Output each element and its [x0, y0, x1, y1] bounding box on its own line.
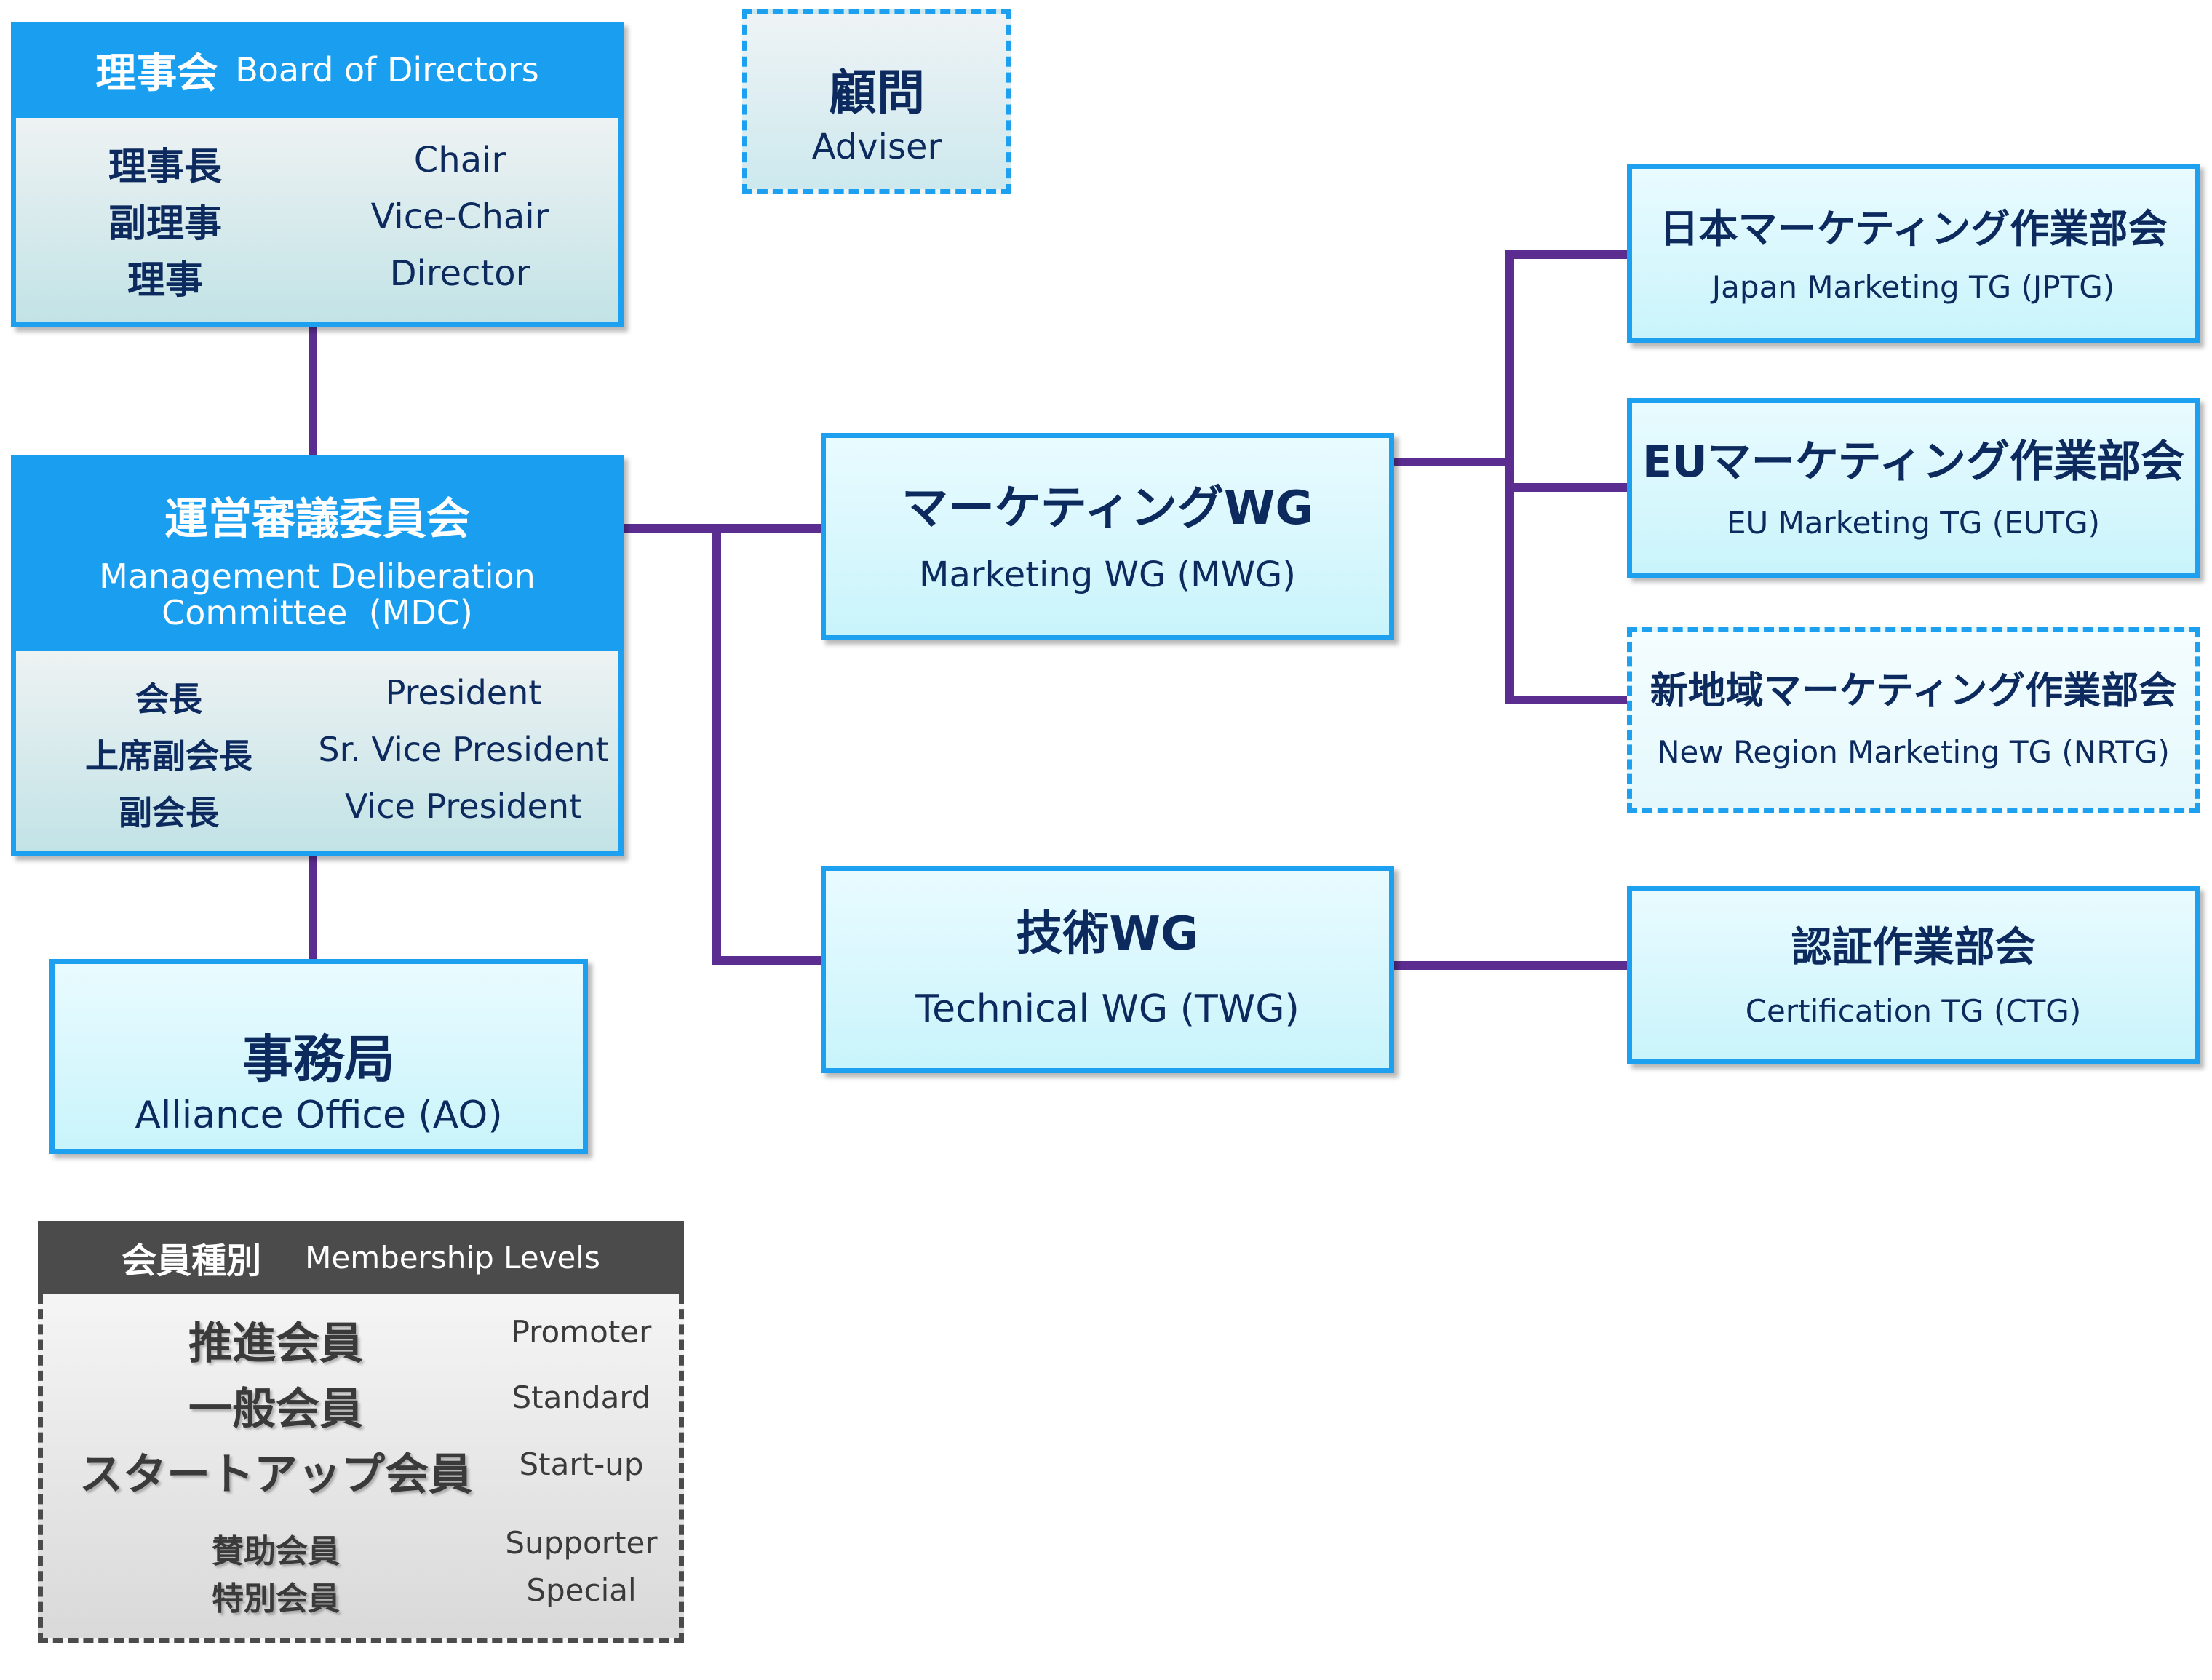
membership-level-en: Standard: [512, 1380, 651, 1415]
board-title-jp: 理事会: [95, 49, 218, 97]
mdc-title-en-line1: Management Deliberation: [99, 557, 536, 596]
mdc-title-en-line2: Committee (MDC): [162, 593, 473, 632]
jptg-jp: 日本マーケティング作業部会: [1659, 206, 2168, 252]
membership-level-jp: スタートアップ会員: [79, 1449, 472, 1500]
eutg-jp: EUマーケティング作業部会: [1642, 437, 2184, 487]
board-role-jp: 副理事: [108, 202, 222, 246]
nrtg-en: New Region Marketing TG (NRTG): [1657, 734, 2170, 770]
board-of-directors: 理事会 Board of Directors 理事長 Chair 副理事 Vic…: [11, 22, 624, 327]
board-header: 理事会 Board of Directors: [11, 22, 624, 118]
ctg-en: Certification TG (CTG): [1745, 993, 2082, 1029]
office-jp: 事務局: [242, 1030, 395, 1089]
board-role-en: Vice-Chair: [370, 196, 549, 237]
membership-level-en: Promoter: [511, 1314, 652, 1350]
board-body: 理事長 Chair 副理事 Vice-Chair 理事 Director: [11, 118, 624, 327]
mdc-role-en: President: [385, 673, 542, 712]
ctg-jp: 認証作業部会: [1791, 924, 2036, 971]
marketing-wg-jp: マーケティングWG: [901, 482, 1313, 536]
eutg-box: EUマーケティング作業部会 EU Marketing TG (EUTG): [1627, 398, 2200, 578]
jptg-en: Japan Marketing TG (JPTG): [1711, 269, 2115, 305]
membership-level-jp: 一般会員: [188, 1384, 363, 1435]
mdc-role-jp: 上席副会長: [85, 736, 252, 776]
adviser-box: 顧問 Adviser: [742, 9, 1011, 194]
alliance-office-box: 事務局 Alliance Office (AO): [49, 959, 588, 1154]
membership-title-en: Membership Levels: [305, 1239, 600, 1275]
membership-level-jp: 推進会員: [188, 1318, 363, 1369]
membership-body: 推進会員 Promoter 一般会員 Standard スタートアップ会員 St…: [38, 1294, 684, 1643]
ctg-box: 認証作業部会 Certification TG (CTG): [1627, 886, 2200, 1064]
nrtg-jp: 新地域マーケティング作業部会: [1650, 669, 2177, 713]
office-en: Alliance Office (AO): [135, 1094, 503, 1137]
adviser-en: Adviser: [811, 127, 942, 167]
mdc-box: 運営審議委員会 Management Deliberation Committe…: [11, 455, 624, 856]
technical-wg-box: 技術WG Technical WG (TWG): [821, 866, 1394, 1073]
mdc-role-jp: 会長: [135, 680, 202, 719]
board-title-en: Board of Directors: [235, 50, 539, 89]
marketing-wg-box: マーケティングWG Marketing WG (MWG): [821, 433, 1394, 640]
jptg-box: 日本マーケティング作業部会 Japan Marketing TG (JPTG): [1627, 164, 2200, 343]
membership-levels: 会員種別 Membership Levels 推進会員 Promoter 一般会…: [38, 1221, 684, 1643]
membership-level-en: Special: [526, 1572, 637, 1608]
membership-level-jp: 賛助会員: [212, 1533, 340, 1570]
mdc-body: 会長 President 上席副会長 Sr. Vice President 副会…: [11, 651, 624, 856]
mdc-role-en: Vice President: [344, 787, 583, 826]
mdc-title-jp: 運営審議委員会: [164, 494, 470, 545]
mdc-role-jp: 副会長: [119, 793, 219, 832]
membership-level-en: Supporter: [505, 1525, 658, 1561]
membership-header: 会員種別 Membership Levels: [38, 1221, 684, 1294]
board-role-en: Chair: [413, 140, 506, 180]
board-role-jp: 理事長: [108, 146, 222, 189]
board-role-en: Director: [389, 253, 530, 294]
technical-wg-en: Technical WG (TWG): [915, 987, 1300, 1031]
marketing-wg-en: Marketing WG (MWG): [919, 554, 1296, 595]
membership-title-jp: 会員種別: [122, 1241, 262, 1281]
membership-level-jp: 特別会員: [212, 1580, 340, 1617]
adviser-jp: 顧問: [829, 65, 925, 121]
eutg-en: EU Marketing TG (EUTG): [1726, 505, 2101, 541]
technical-wg-jp: 技術WG: [1016, 907, 1199, 961]
mdc-header: 運営審議委員会 Management Deliberation Committe…: [11, 455, 624, 651]
nrtg-box: 新地域マーケティング作業部会 New Region Marketing TG (…: [1627, 627, 2200, 813]
board-role-jp: 理事: [127, 259, 203, 303]
membership-level-en: Start-up: [519, 1446, 644, 1482]
mdc-role-en: Sr. Vice President: [318, 730, 609, 769]
